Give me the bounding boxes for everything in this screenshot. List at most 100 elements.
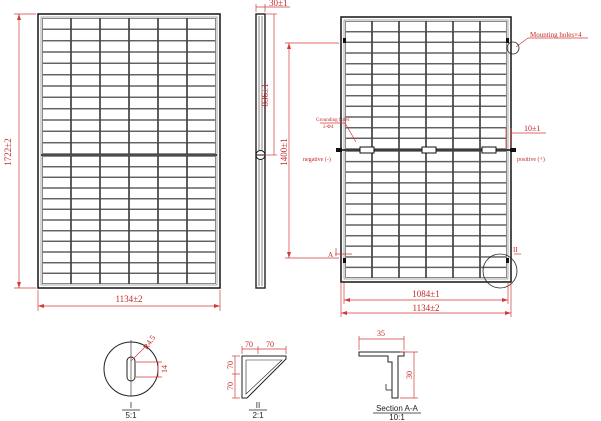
solar-cell — [187, 40, 216, 52]
solar-cell — [453, 53, 480, 64]
solar-cell — [42, 63, 71, 75]
solar-cell — [42, 177, 71, 188]
solar-cell — [345, 85, 372, 96]
solar-cell — [399, 63, 426, 75]
solar-cell — [372, 172, 399, 183]
solar-cell — [158, 18, 187, 30]
solar-cell — [345, 117, 372, 128]
solar-cell — [480, 63, 507, 75]
solar-cell — [42, 18, 71, 30]
solar-cell — [158, 220, 187, 231]
solar-cell — [480, 204, 507, 215]
solar-cell — [42, 97, 71, 109]
section-height: 30 — [405, 371, 414, 379]
solar-cell — [158, 86, 187, 98]
solar-cell — [426, 246, 453, 257]
solar-cell — [345, 182, 372, 194]
solar-cell — [426, 193, 453, 204]
solar-cell — [345, 42, 372, 53]
solar-cell — [480, 225, 507, 236]
solar-cell — [480, 235, 507, 247]
solar-cell — [71, 142, 100, 154]
solar-cell — [187, 156, 216, 167]
solar-cell — [399, 204, 426, 215]
solar-cell — [399, 127, 426, 139]
solar-cell — [480, 127, 507, 139]
solar-cell — [399, 235, 426, 247]
solar-cell — [71, 262, 100, 274]
solar-cell — [187, 188, 216, 199]
solar-cell — [480, 53, 507, 64]
front-height-label: 1722±2 — [3, 138, 13, 165]
solar-cell — [100, 220, 129, 231]
solar-cell — [42, 188, 71, 199]
solar-cell — [187, 220, 216, 231]
solar-cell — [372, 106, 399, 117]
solar-cell — [42, 142, 71, 154]
connector-icon — [336, 148, 342, 152]
solar-cell — [426, 21, 453, 32]
solar-cell — [158, 108, 187, 120]
solar-cell — [71, 74, 100, 86]
solar-cell — [372, 235, 399, 247]
detail-ii-dim-a: 70 — [245, 340, 253, 349]
solar-cell — [71, 52, 100, 64]
solar-cell — [453, 172, 480, 183]
detail-ii: 70 70 70 70 II 2:1 — [226, 340, 287, 420]
solar-cell — [100, 262, 129, 274]
solar-cell — [129, 18, 158, 30]
solar-cell — [187, 198, 216, 210]
solar-cell — [158, 262, 187, 274]
solar-cell — [426, 256, 453, 268]
solar-cell — [129, 209, 158, 220]
solar-cell — [129, 131, 158, 143]
detail-ii-dim-d: 70 — [226, 382, 235, 390]
solar-cell — [480, 117, 507, 128]
solar-cell — [129, 241, 158, 252]
solar-cell — [426, 235, 453, 247]
solar-cell — [187, 230, 216, 242]
solar-cell — [345, 31, 372, 43]
solar-cell — [453, 85, 480, 96]
solar-cell — [42, 86, 71, 98]
detail-ii-dim-c: 70 — [226, 361, 235, 369]
solar-cell — [100, 188, 129, 199]
solar-cell — [129, 63, 158, 75]
solar-cell — [372, 182, 399, 194]
solar-cell — [158, 252, 187, 263]
solar-cell — [480, 106, 507, 117]
solar-cell — [372, 85, 399, 96]
solar-cell — [129, 74, 158, 86]
solar-cell — [399, 53, 426, 64]
solar-cell — [426, 31, 453, 43]
solar-cell — [129, 29, 158, 41]
solar-cell — [453, 246, 480, 257]
solar-cell — [453, 161, 480, 173]
solar-cell — [453, 21, 480, 32]
solar-cell — [480, 31, 507, 43]
solar-cell — [399, 138, 426, 149]
solar-cell — [187, 241, 216, 252]
solar-cell — [42, 198, 71, 210]
back-view: Mounting holes×4 Grounding holes 2-Φ4 ne… — [279, 16, 588, 317]
front-view: 1722±2 1134±2 — [3, 13, 221, 311]
solar-cell — [129, 220, 158, 231]
solar-cell — [71, 18, 100, 30]
solar-cell — [480, 193, 507, 204]
inner-width-label: 1084±1 — [412, 289, 439, 299]
solar-cell — [71, 252, 100, 263]
solar-cell — [158, 188, 187, 199]
solar-cell — [129, 252, 158, 263]
solar-cell — [345, 106, 372, 117]
solar-cell — [399, 161, 426, 173]
solar-cell — [71, 241, 100, 252]
solar-cell — [372, 95, 399, 107]
solar-cell — [187, 142, 216, 154]
solar-cell — [129, 40, 158, 52]
solar-cell — [158, 166, 187, 178]
solar-cell — [71, 86, 100, 98]
solar-cell — [187, 131, 216, 143]
solar-cell — [129, 166, 158, 178]
solar-cell — [345, 204, 372, 215]
grounding-holes-label: Grounding holes — [316, 118, 350, 123]
